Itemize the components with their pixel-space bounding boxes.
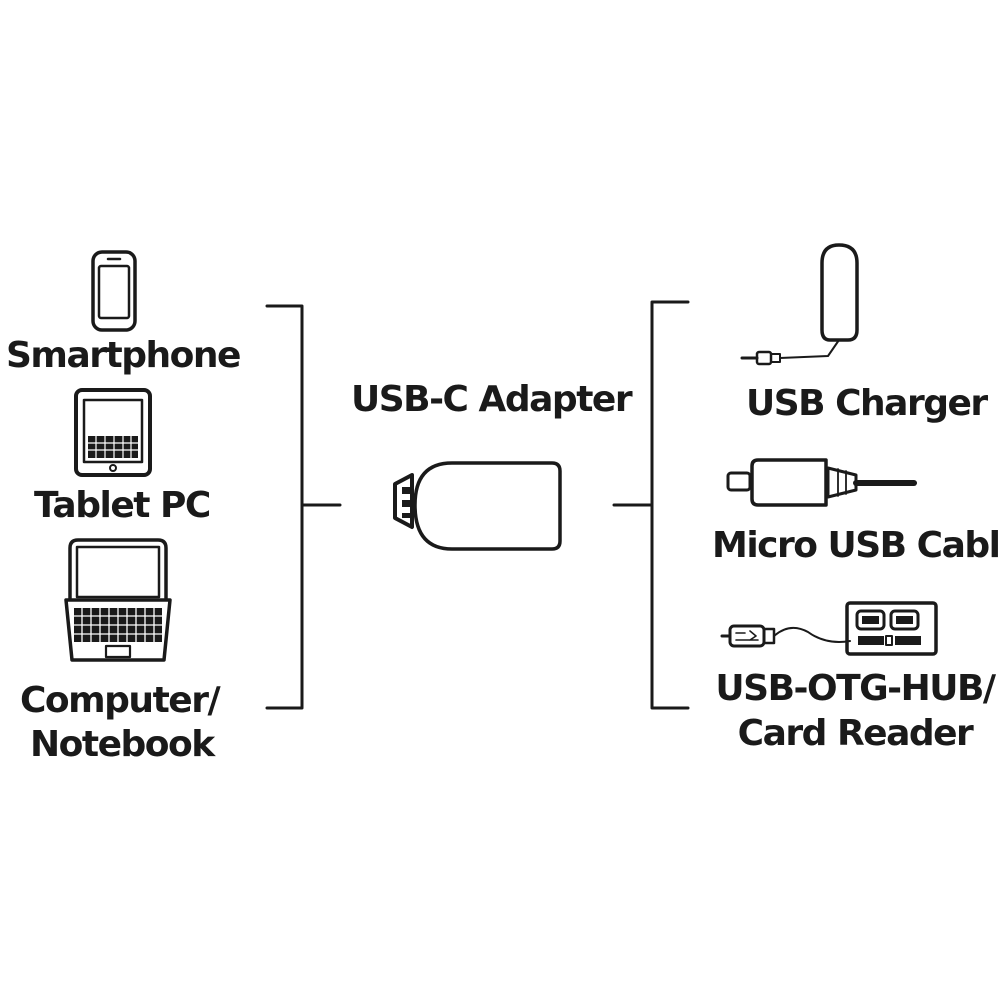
tablet-label: Tablet PC xyxy=(34,485,211,526)
computer-label: Computer/ xyxy=(20,680,221,721)
right-bracket xyxy=(612,300,690,710)
left-bracket xyxy=(265,304,342,710)
usb-c-adapter-icon xyxy=(393,461,562,551)
card-reader-label: Card Reader xyxy=(737,713,974,754)
tablet-icon xyxy=(74,388,152,477)
smartphone-label: Smartphone xyxy=(6,335,241,376)
adapter-label: USB-C Adapter xyxy=(351,379,633,420)
otg-hub-card-reader-icon xyxy=(720,601,938,656)
notebook-label: Notebook xyxy=(30,724,215,765)
usb-charger-icon xyxy=(740,243,859,366)
micro-usb-cable-icon xyxy=(726,458,917,507)
otg-hub-label: USB-OTG-HUB/ xyxy=(715,668,996,709)
micro-usb-cable-label: Micro USB Cable xyxy=(712,525,1000,566)
usb-charger-label: USB Charger xyxy=(746,383,988,424)
smartphone-icon xyxy=(91,250,137,332)
laptop-icon xyxy=(64,538,172,662)
